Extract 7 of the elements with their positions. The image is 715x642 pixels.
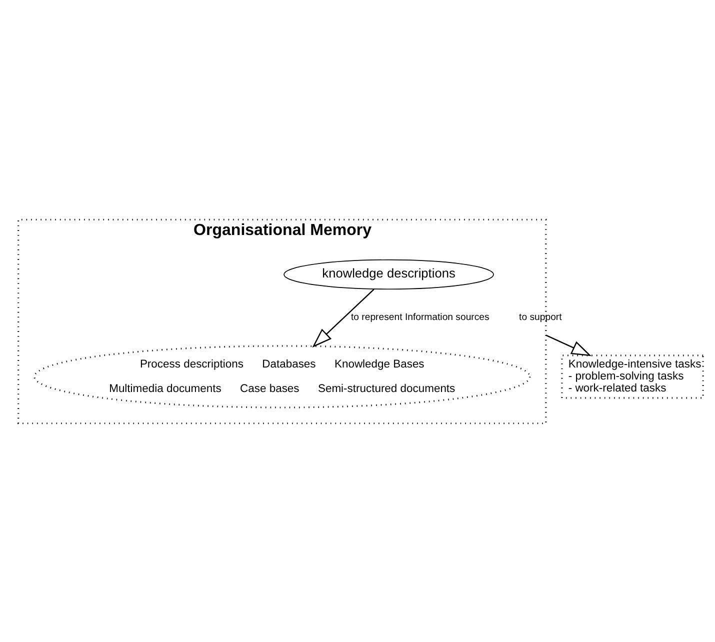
node-ellipse: knowledge descriptions — [284, 258, 494, 289]
node-ellipse: Process descriptions Databases Knowledge Bases Multimedia documents Case bases Semi-structured documents — [34, 344, 531, 408]
arrow — [546, 334, 592, 356]
edge-label: to represent Information sources — [350, 312, 490, 323]
arrow — [312, 288, 374, 348]
node-box: Knowledge-intensive tasks - problem-solving tasks - work-related tasks — [561, 354, 704, 398]
edge-label: to support — [519, 312, 562, 323]
